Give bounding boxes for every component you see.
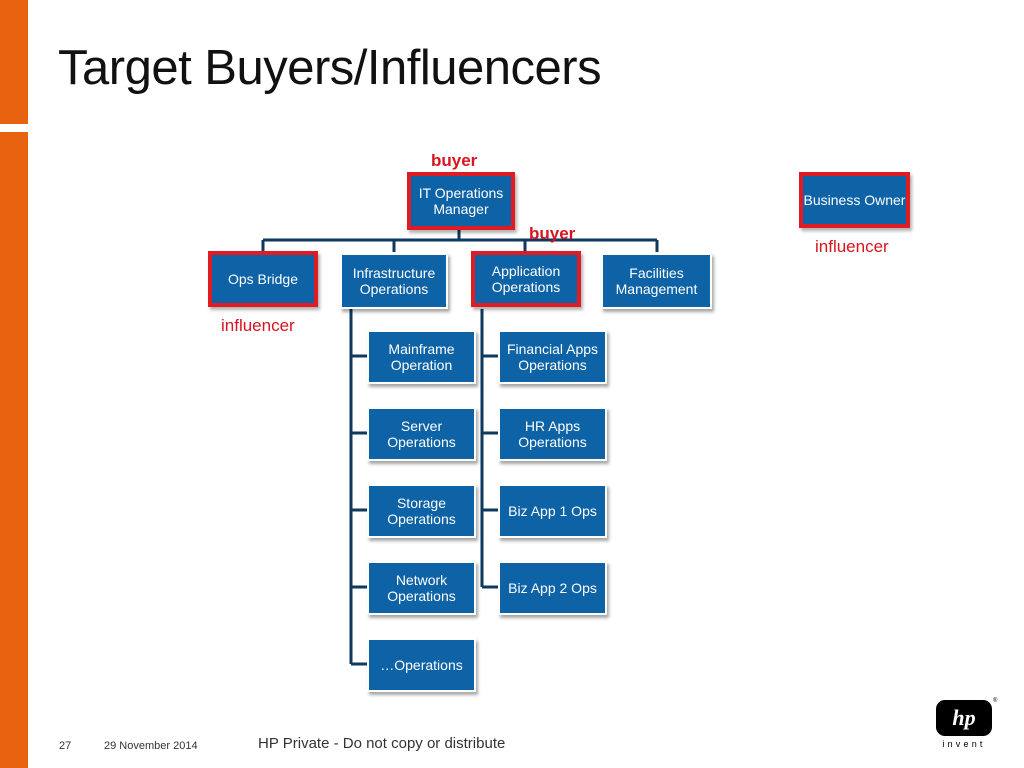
node-financial-apps-operations: Financial Apps Operations <box>498 330 607 384</box>
hp-logo-registered: ® <box>993 698 998 704</box>
sidebar-accent-top <box>0 0 28 124</box>
node-application-operations: Application Operations <box>471 251 581 307</box>
node-biz-app-1-ops: Biz App 1 Ops <box>498 484 607 538</box>
node-label: …Operations <box>380 657 463 673</box>
node-label: Ops Bridge <box>227 271 299 287</box>
node-label: Network Operations <box>387 572 456 604</box>
page-number: 27 <box>59 740 72 752</box>
node-storage-operations: Storage Operations <box>367 484 476 538</box>
hp-logo-badge: hp <box>936 700 992 736</box>
footer-date: 29 November 2014 <box>104 740 198 752</box>
node-infrastructure-operations: Infrastructure Operations <box>340 253 448 309</box>
role-label-buyer-application: buyer <box>529 224 576 243</box>
node-label: Application Operations <box>491 263 561 295</box>
node-label: Server Operations <box>387 418 456 450</box>
node-it-operations-manager: IT Operations Manager <box>407 172 515 230</box>
node-label: Biz App 2 Ops <box>508 580 597 596</box>
role-label-influencer-business-owner: influencer <box>815 237 889 256</box>
node-server-operations: Server Operations <box>367 407 476 461</box>
node-label: IT Operations Manager <box>418 185 504 217</box>
node-label: Storage Operations <box>387 495 456 527</box>
footer-classification: HP Private - Do not copy or distribute <box>258 735 506 752</box>
node-label: Biz App 1 Ops <box>508 503 597 519</box>
slide-title: Target Buyers/Influencers <box>58 41 602 95</box>
node-business-owner: Business Owner <box>799 172 910 228</box>
hp-logo: hp ® invent <box>933 698 998 754</box>
node-label: Financial Apps Operations <box>506 341 599 373</box>
node-label: Mainframe Operation <box>388 341 455 373</box>
role-label-buyer-root: buyer <box>431 151 478 170</box>
sidebar-accent-bottom <box>0 132 28 768</box>
node-ops-bridge: Ops Bridge <box>208 251 318 307</box>
sidebar-gap <box>0 124 28 132</box>
hp-logo-tagline: invent <box>942 739 986 749</box>
node-hr-apps-operations: HR Apps Operations <box>498 407 607 461</box>
node-facilities-management: Facilities Management <box>601 253 712 309</box>
node-label: Facilities Management <box>615 265 698 297</box>
role-label-influencer-ops-bridge: influencer <box>221 316 295 335</box>
node-label: Business Owner <box>803 192 906 208</box>
node-label: Infrastructure Operations <box>352 265 436 297</box>
node-biz-app-2-ops: Biz App 2 Ops <box>498 561 607 615</box>
node-label: HR Apps Operations <box>518 418 587 450</box>
node-mainframe-operation: Mainframe Operation <box>367 330 476 384</box>
node-network-operations: Network Operations <box>367 561 476 615</box>
node-other-operations: …Operations <box>367 638 476 692</box>
